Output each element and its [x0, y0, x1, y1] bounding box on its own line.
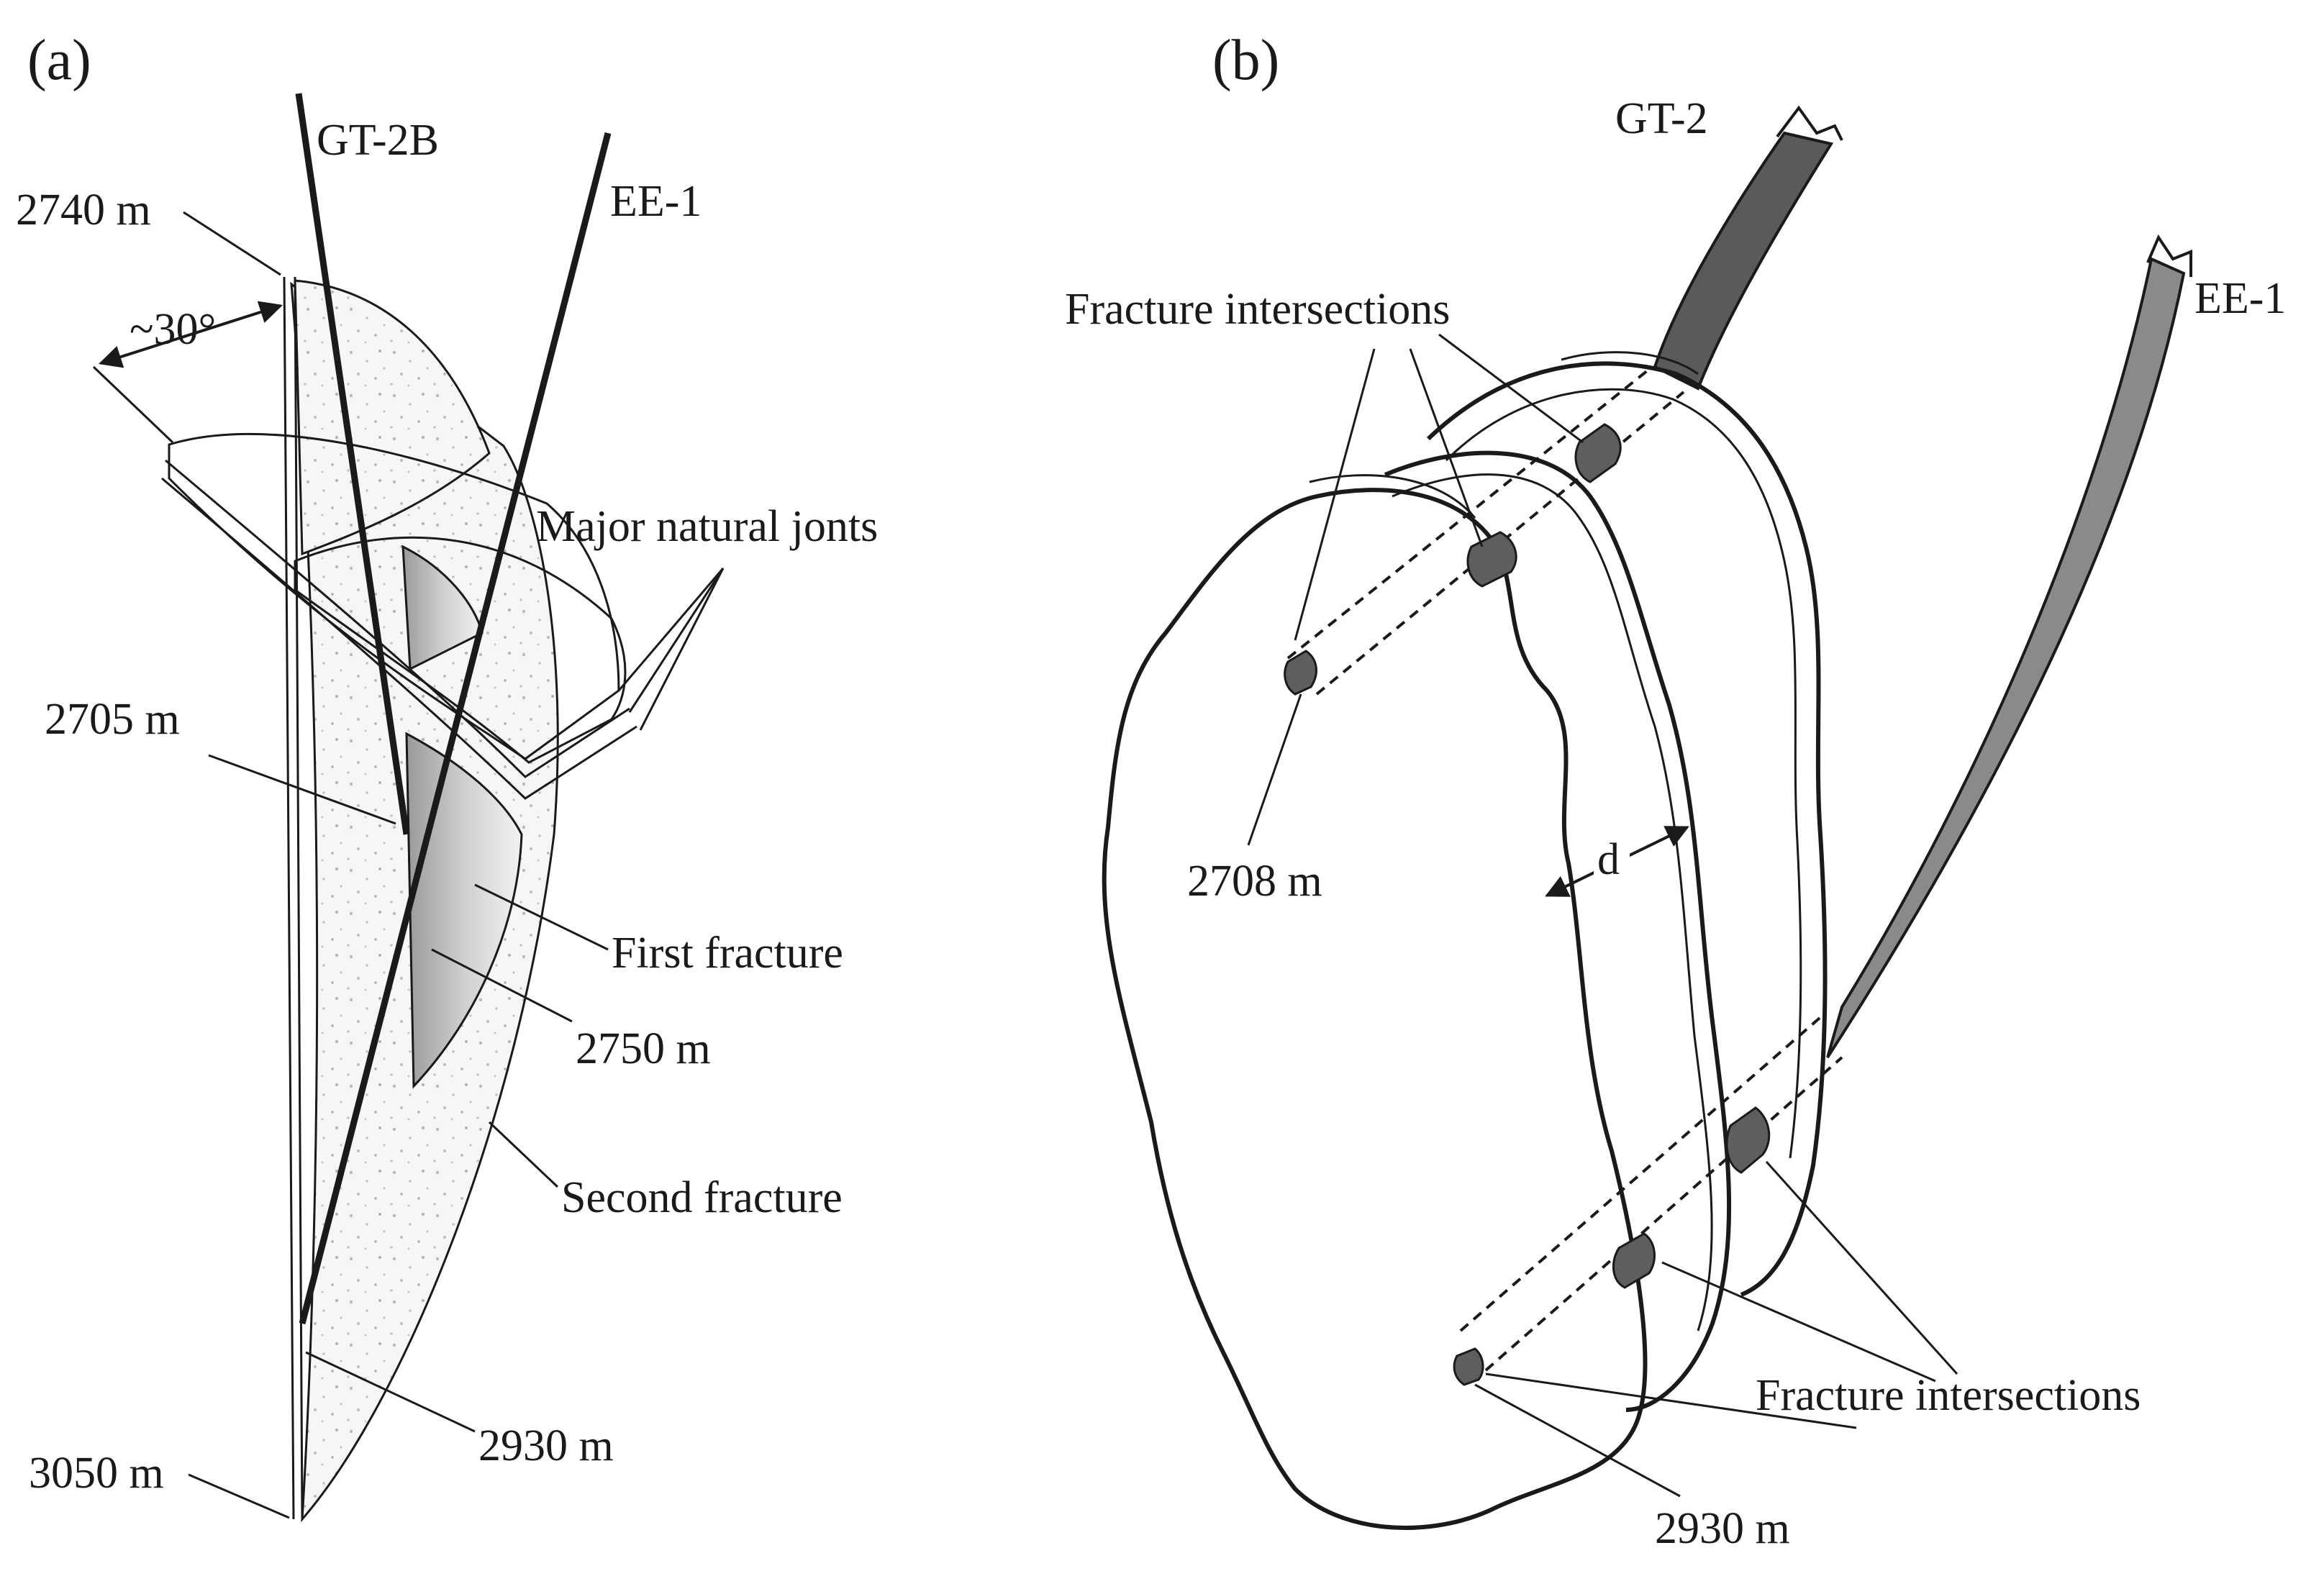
panel-a: (a) GT-2B EE-1 2740 m ~30° Major natural… [16, 29, 878, 1523]
fracture-back-edge-2 [1561, 351, 1699, 375]
well-ee1-line [299, 132, 612, 1325]
well-ee1-top-cap [2146, 234, 2192, 277]
top-leader-3 [1438, 333, 1584, 444]
well-ee1-tube [1826, 257, 2186, 1059]
bottom-leader-3 [1485, 1372, 1857, 1429]
depth-2740-label: 2740 m [16, 186, 151, 234]
fracture-left-outline [1102, 488, 1648, 1530]
spacing-label: d [1597, 835, 1620, 884]
depth-2708-leader [1247, 693, 1302, 846]
intersection-marker-low-1 [1725, 1106, 1771, 1174]
well-ee1-label: EE-1 [610, 177, 702, 226]
intersection-marker-2708 [1284, 650, 1317, 696]
depth-3050-label: 3050 m [29, 1449, 164, 1498]
angle-ext-line [92, 365, 174, 444]
intersection-marker-top-2 [1466, 531, 1517, 588]
depth-2930-label: 2930 m [478, 1421, 614, 1470]
well-gt2-label: GT-2 [1615, 94, 1708, 143]
lower-dash-1 [1459, 1013, 1825, 1332]
first-fracture-lower [405, 732, 523, 1089]
depth-2930-leader [305, 1351, 476, 1433]
fracture-intersections-bottom-label: Fracture intersections [1756, 1371, 2141, 1420]
depth-2750-leader [431, 948, 573, 1023]
depth-2750-label: 2750 m [576, 1024, 711, 1073]
bottom-leader-1 [1765, 1160, 1958, 1375]
panel-b-label: (b) [1212, 29, 1279, 92]
upper-fracture-wedge [294, 279, 491, 556]
lower-dash-2 [1484, 1056, 1843, 1372]
depth-2705-leader [208, 754, 396, 825]
fracture-edge-line-2 [294, 276, 304, 1520]
top-leader-2 [1409, 348, 1484, 547]
well-gt2b-line [295, 93, 410, 835]
fracture-middle-outline [1384, 450, 1732, 1412]
angle-arrow [98, 301, 283, 368]
joints-leader-3 [639, 568, 725, 731]
panel-b: (b) GT-2 EE-1 Fracture [1065, 29, 2286, 1553]
fracture-right-inner [1445, 388, 1802, 1159]
joints-leader-1 [617, 568, 725, 691]
well-ee1-b-label: EE-1 [2194, 274, 2286, 323]
panel-a-label: (a) [27, 29, 91, 92]
top-leader-1 [1294, 348, 1376, 641]
bottom-leader-2 [1661, 1261, 1936, 1383]
second-fracture-label: Second fracture [561, 1173, 843, 1222]
intersection-marker-2930 [1453, 1347, 1484, 1386]
depth-3050-leader [188, 1473, 290, 1519]
fracture-middle-inner [1392, 473, 1713, 1331]
fracture-edge-line-1 [283, 276, 295, 1520]
natural-joint-plates [161, 433, 637, 800]
second-fracture-leader [488, 1121, 559, 1188]
fracture-intersections-top-label: Fracture intersections [1065, 285, 1450, 334]
joints-label: Major natural jonts [536, 502, 878, 551]
depth-2740-leader [183, 211, 281, 276]
depth-2705-label: 2705 m [45, 695, 180, 744]
depth-2708-label: 2708 m [1187, 857, 1322, 906]
depth-2930-b-label: 2930 m [1655, 1504, 1790, 1553]
upper-dash-1 [1286, 369, 1649, 660]
intersection-marker-top-1 [1574, 423, 1622, 483]
first-fracture-label: First fracture [612, 929, 843, 978]
intersection-marker-low-2 [1612, 1232, 1656, 1289]
fracture-right-outline [1426, 361, 1828, 1297]
first-fracture-leader [474, 883, 609, 951]
joints-leader-2 [628, 568, 725, 713]
depth-2930-b-leader [1474, 1383, 1681, 1498]
well-gt2b-label: GT-2B [317, 116, 439, 165]
fracture-back-edge-1 [1309, 474, 1476, 519]
well-gt2-tube [1653, 131, 1834, 391]
spacing-label-bg [1594, 838, 1630, 881]
well-gt2-top-cap [1776, 105, 1843, 141]
